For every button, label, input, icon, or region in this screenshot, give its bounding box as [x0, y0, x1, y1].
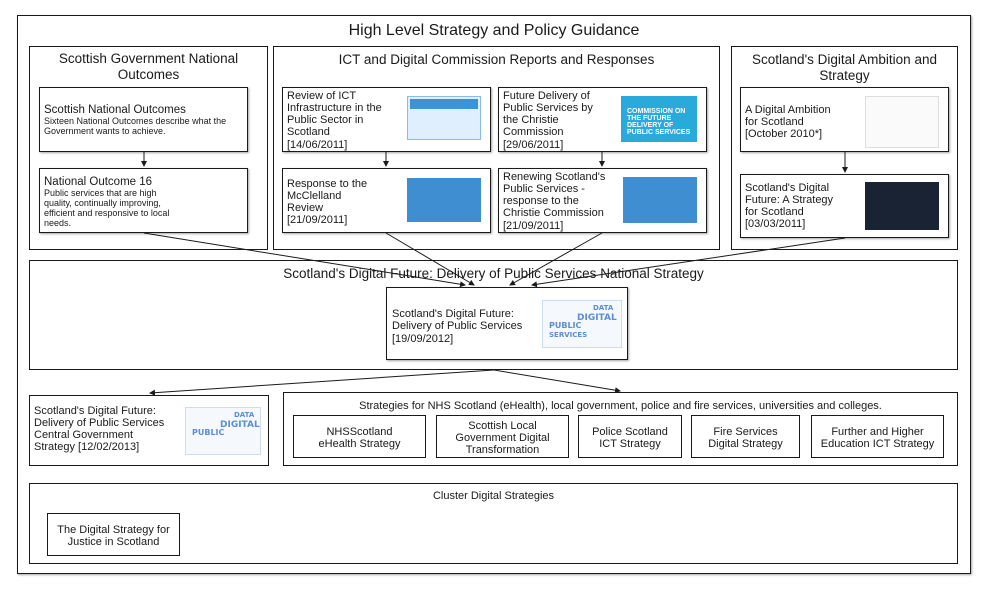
document-thumbnail-icon	[865, 96, 939, 148]
cluster-item-justice: The Digital Strategy for Justice in Scot…	[47, 513, 180, 556]
strategy-item-fire: Fire Services Digital Strategy	[691, 415, 800, 458]
cluster-item-label: The Digital Strategy for Justice in Scot…	[57, 524, 170, 548]
renewing-thumbnail-icon	[623, 177, 697, 223]
section-central-gov: Scotland's Digital Future: Delivery of P…	[29, 395, 269, 466]
national-strategy-date: [19/09/2012]	[392, 333, 454, 345]
section-title: Scotland's Digital Ambition and Strategy	[752, 52, 937, 83]
strategy-item-local-gov: Scottish Local Government Digital Transf…	[436, 415, 569, 458]
review-date: [14/06/2011]	[287, 139, 348, 151]
section-title: ICT and Digital Commission Reports and R…	[338, 52, 655, 67]
cloud-word: PUBLIC	[192, 428, 225, 437]
cloud-word: SERVICES	[549, 331, 588, 339]
response-date: [21/09/2011]	[287, 214, 348, 226]
ambition-box: A Digital Ambition for Scotland [October…	[740, 87, 949, 152]
outcomes-box: Scottish National Outcomes Sixteen Natio…	[39, 87, 248, 152]
response-box: Response to the McClelland Review [21/09…	[282, 168, 491, 233]
cloud-word: DIGITAL	[220, 420, 260, 430]
strategy-item-label: Scottish Local Government Digital Transf…	[455, 420, 550, 456]
central-gov-text: Scotland's Digital Future: Delivery of P…	[34, 405, 165, 453]
digital-future-text: Scotland's Digital Future: A Strategy fo…	[745, 182, 834, 218]
strategy-item-label: Fire Services Digital Strategy	[708, 426, 783, 450]
ambition-date: [October 2010*]	[745, 128, 823, 140]
ambition-text: A Digital Ambition for Scotland	[745, 104, 831, 128]
response-text: Response to the McClelland Review	[287, 178, 368, 214]
renewing-date: [21/09/2011]	[503, 220, 564, 232]
cluster-title: Cluster Digital Strategies	[432, 490, 555, 502]
future-text: Future Delivery of Public Services by th…	[503, 90, 593, 138]
section-title: Scotland's Digital Future: Delivery of P…	[283, 266, 704, 281]
review-thumbnail-icon	[407, 96, 481, 140]
outcome16-title: National Outcome 16	[44, 176, 153, 188]
review-box: Review of ICT Infrastructure in the Publ…	[282, 87, 491, 152]
section-cluster: Cluster Digital Strategies	[29, 483, 958, 564]
section-title: Scottish Government National Outcomes	[58, 51, 239, 82]
digital-future-box: Scotland's Digital Future: A Strategy fo…	[740, 174, 949, 238]
strategy-item-label: NHSScotland eHealth Strategy	[318, 426, 401, 450]
strategies-title: Strategies for NHS Scotland (eHealth), l…	[359, 400, 882, 412]
future-date: [29/06/2011]	[503, 139, 564, 151]
cloud-word: DATA	[593, 304, 614, 312]
outcome16-desc: Public services that are high quality, c…	[44, 188, 170, 228]
renewing-box: Renewing Scotland's Public Services - re…	[498, 168, 707, 233]
cloud-word: DATA	[234, 411, 255, 419]
outcomes-desc: Sixteen National Outcomes describe what …	[44, 116, 227, 136]
review-text: Review of ICT Infrastructure in the Publ…	[287, 90, 382, 138]
strategy-item-police: Police Scotland ICT Strategy	[578, 415, 682, 458]
national-strategy-text: Scotland's Digital Future: Delivery of P…	[392, 308, 523, 332]
strategy-item-label: Police Scotland ICT Strategy	[592, 426, 668, 450]
outcome16-box: National Outcome 16 Public services that…	[39, 168, 248, 233]
cloud-word: PUBLIC	[549, 321, 582, 330]
renewing-text: Renewing Scotland's Public Services - re…	[503, 171, 606, 219]
strategy-item-education: Further and Higher Education ICT Strateg…	[811, 415, 944, 458]
main-title: High Level Strategy and Policy Guidance	[348, 22, 640, 39]
strategy-item-label: Further and Higher Education ICT Strateg…	[820, 426, 935, 450]
strategy-item-nhs: NHSScotland eHealth Strategy	[293, 415, 426, 458]
word-cloud-thumbnail-icon: PUBLIC DIGITAL DATA SERVICES	[542, 300, 622, 348]
response-thumbnail-icon	[407, 178, 481, 222]
word-cloud-thumbnail-icon: PUBLIC DIGITAL DATA	[185, 407, 261, 455]
national-strategy-box: Scotland's Digital Future: Delivery of P…	[386, 287, 628, 360]
cloud-word: DIGITAL	[577, 313, 617, 323]
digital-future-thumbnail-icon	[865, 182, 939, 230]
digital-future-date: [03/03/2011]	[745, 218, 806, 230]
commission-thumbnail-icon: COMMISSION ON THE FUTURE DELIVERY OF PUB…	[621, 96, 697, 142]
outcomes-title: Scottish National Outcomes	[44, 104, 186, 116]
future-box: Future Delivery of Public Services by th…	[498, 87, 707, 152]
